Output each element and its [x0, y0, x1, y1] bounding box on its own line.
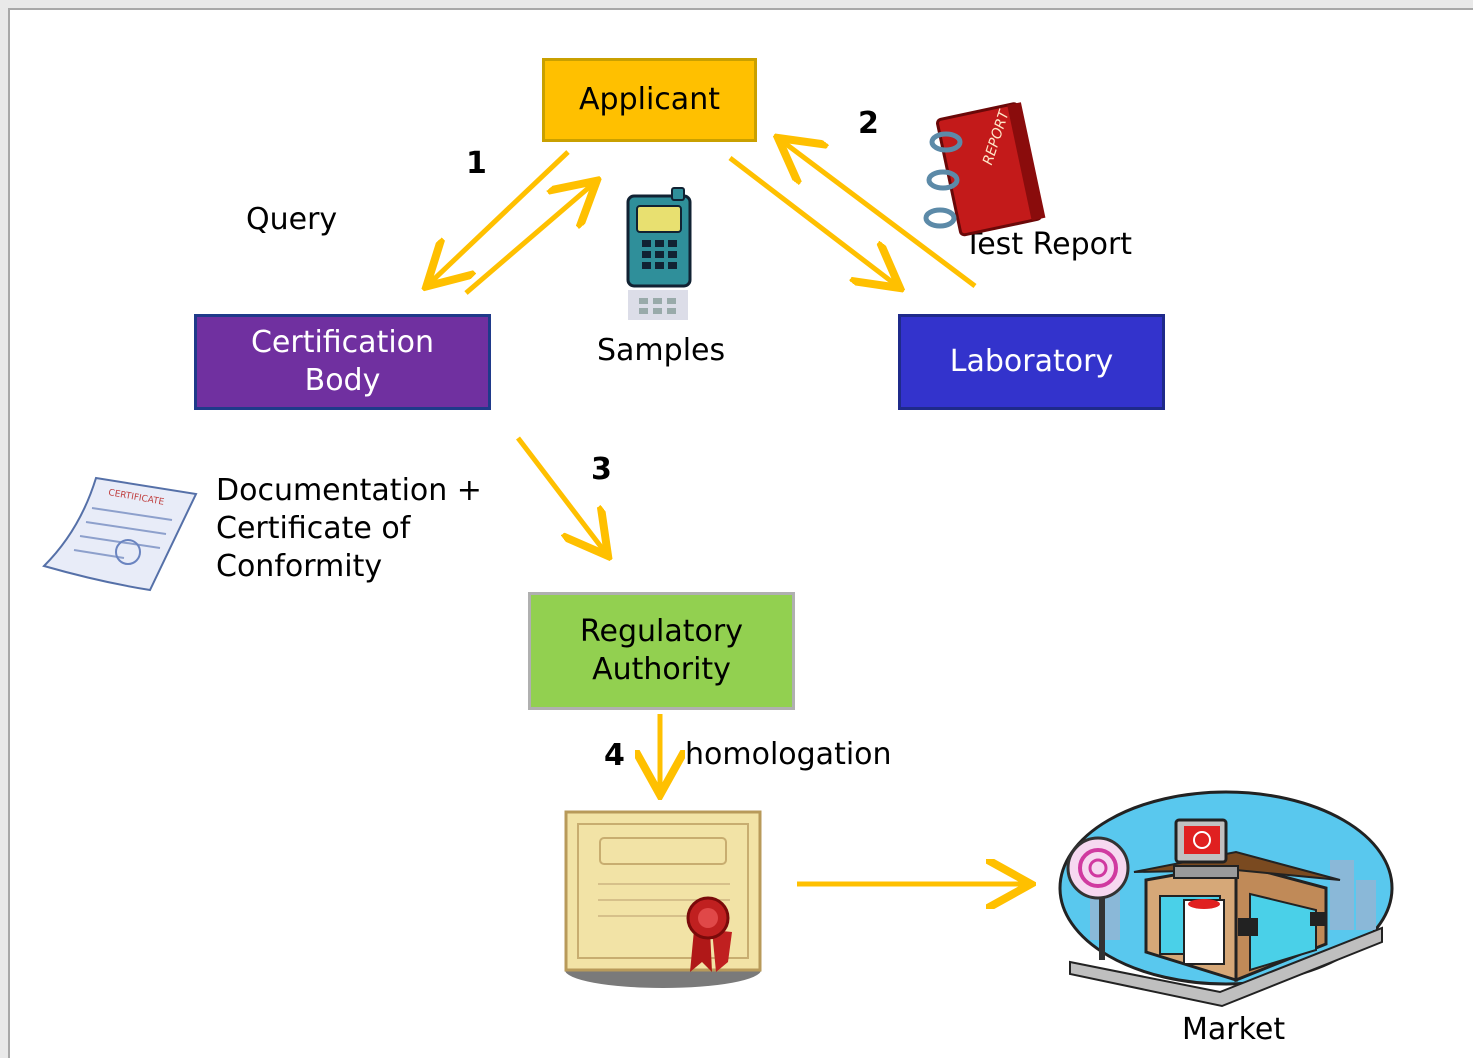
certification-body-box: Certification Body: [194, 314, 491, 410]
step-number-1: 1: [466, 146, 487, 181]
documentation-line1: Documentation +: [216, 473, 482, 508]
applicant-label: Applicant: [579, 82, 720, 117]
test-report-label: Test Report: [964, 227, 1133, 262]
regulatory-authority-box: Regulatory Authority: [528, 592, 795, 710]
arrow-certification-to-regulatory: [516, 436, 605, 552]
arrow-certification-to-applicant: [464, 184, 593, 295]
documentation-label: Documentation + Certificate of Conformit…: [216, 472, 482, 586]
arrow-applicant-to-laboratory: [728, 156, 896, 285]
laboratory-label: Laboratory: [949, 344, 1114, 379]
samples-label: Samples: [597, 333, 726, 368]
laboratory-box: Laboratory: [898, 314, 1165, 410]
homologation-label: homologation: [685, 737, 892, 772]
regulatory-authority-label-line2: Authority: [592, 652, 731, 687]
arrow-applicant-to-certification: [430, 150, 570, 283]
certification-body-label-line2: Body: [304, 363, 381, 398]
arrow-laboratory-to-applicant: [782, 141, 977, 288]
step-number-2: 2: [858, 106, 879, 141]
step-number-3: 3: [591, 452, 612, 487]
step-number-4: 4: [604, 738, 625, 773]
query-label: Query: [246, 202, 338, 237]
applicant-box: Applicant: [542, 58, 757, 142]
documentation-line2: Certificate of: [216, 511, 411, 546]
market-label: Market: [1182, 1012, 1286, 1047]
regulatory-authority-label-line1: Regulatory: [580, 614, 743, 649]
certification-body-label-line1: Certification: [250, 325, 435, 360]
documentation-line3: Conformity: [216, 549, 383, 584]
